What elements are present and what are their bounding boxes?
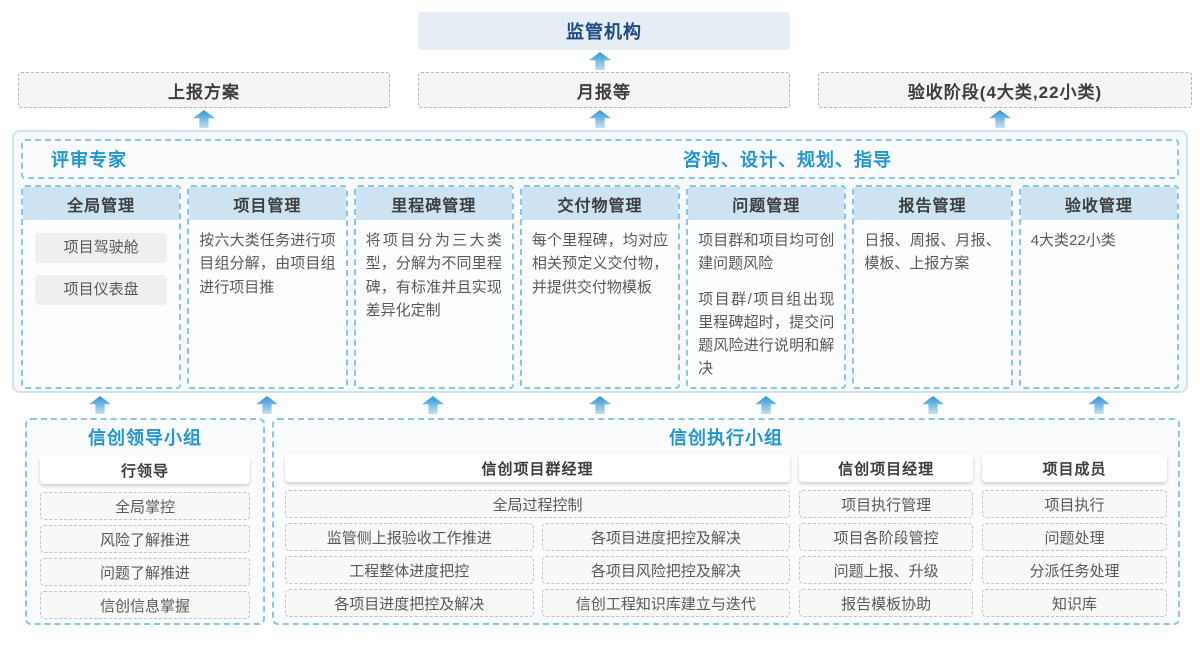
column-text: 将项目分为三大类型，分解为不同里程碑，有标准并且实现差异化定制 <box>365 232 502 319</box>
column-header: 里程碑管理 <box>355 187 512 220</box>
duty-item: 工程整体进度把控 <box>285 556 534 584</box>
up-arrow-icon <box>989 110 1011 128</box>
role-pill-project-member: 项目成员 <box>982 454 1168 482</box>
column-body: 将项目分为三大类型，分解为不同里程碑，有标准并且实现差异化定制 <box>356 220 512 343</box>
module-columns: 全局管理 项目驾驶舱 项目仪表盘 项目管理 按六大类任务进行项目组分解，由项目组… <box>21 185 1179 389</box>
column-global-mgmt: 全局管理 项目驾驶舱 项目仪表盘 <box>21 185 182 389</box>
report-box-plan: 上报方案 <box>18 72 390 108</box>
up-arrow-icon <box>755 396 777 414</box>
duty-item: 监管侧上报验收工作推进 <box>285 523 534 551</box>
platform-container: 评审专家 咨询、设计、规划、指导 全局管理 项目驾驶舱 项目仪表盘 项目管理 按… <box>12 130 1188 393</box>
duty-item: 全局掌控 <box>40 492 250 520</box>
duty-item: 风险了解推进 <box>40 525 250 553</box>
column-text: 项目群/项目组出现里程碑超时，提交问题风险进行说明和解决 <box>698 290 835 378</box>
execution-columns: 信创项目群经理 全局过程控制 监管侧上报验收工作推进 工程整体进度把控 各项目进… <box>274 454 1178 622</box>
column-body: 项目群和项目均可创建问题风险 项目群/项目组出现里程碑超时，提交问题风险进行说明… <box>688 220 844 387</box>
column-body: 项目驾驶舱 项目仪表盘 <box>23 220 179 326</box>
column-header: 验收管理 <box>1020 187 1177 220</box>
column-text: 按六大类任务进行项目组分解，由项目组进行项目推 <box>199 232 336 296</box>
column-body: 日报、周报、月报、模板、上报方案 <box>854 220 1010 297</box>
column-header: 交付物管理 <box>521 187 679 220</box>
execution-group: 信创执行小组 信创项目群经理 全局过程控制 监管侧上报验收工作推进 工程整体进度… <box>272 418 1180 625</box>
group-title-text: 信创执行小组 <box>669 428 783 448</box>
column-project-mgmt: 项目管理 按六大类任务进行项目组分解，由项目组进行项目推 <box>187 185 348 389</box>
leadership-group: 信创领导小组 行领导 全局掌控 风险了解推进 问题了解推进 信创信息掌握 <box>25 418 265 625</box>
column-header: 全局管理 <box>23 187 180 220</box>
column-body: 每个里程碑，均对应相关预定义交付物，并提供交付物模板 <box>522 220 678 320</box>
feature-pill: 项目仪表盘 <box>35 275 168 305</box>
column-text: 每个里程碑，均对应相关预定义交付物，并提供交付物模板 <box>531 232 669 296</box>
up-arrow-icon <box>256 396 278 414</box>
duty-column-right: 各项目进度把控及解决 各项目风险把控及解决 信创工程知识库建立与迭代 <box>541 523 791 622</box>
duty-item: 信创信息掌握 <box>40 591 250 619</box>
column-header: 问题管理 <box>688 187 845 220</box>
duty-item: 项目执行 <box>982 490 1168 518</box>
regulator-box: 监管机构 <box>418 12 790 50</box>
group-title: 信创执行小组 <box>274 420 1178 454</box>
column-header: 报告管理 <box>854 187 1011 220</box>
report-box-monthly: 月报等 <box>418 72 790 108</box>
column-text: 项目群和项目均可创建问题风险 <box>698 232 835 273</box>
duty-column-left: 监管侧上报验收工作推进 工程整体进度把控 各项目进度把控及解决 <box>285 523 534 622</box>
up-arrow-icon <box>193 110 215 128</box>
up-arrow-icon <box>89 396 111 414</box>
up-arrow-icon <box>1088 396 1110 414</box>
column-body: 按六大类任务进行项目组分解，由项目组进行项目推 <box>189 220 345 320</box>
duty-item: 全局过程控制 <box>285 490 791 518</box>
duty-item: 项目执行管理 <box>799 490 974 518</box>
project-member-section: 项目成员 项目执行 问题处理 分派任务处理 知识库 <box>982 454 1168 622</box>
up-arrow-icon <box>589 110 611 128</box>
role-pill-bank-leader: 行领导 <box>40 456 250 484</box>
duty-item: 分派任务处理 <box>982 556 1168 584</box>
duty-item: 信创工程知识库建立与迭代 <box>541 589 791 617</box>
role-pill-project-manager: 信创项目经理 <box>799 454 974 482</box>
up-arrow-icon <box>422 396 444 414</box>
expert-strip: 评审专家 咨询、设计、规划、指导 <box>21 139 1179 179</box>
column-milestone-mgmt: 里程碑管理 将项目分为三大类型，分解为不同里程碑，有标准并且实现差异化定制 <box>353 185 514 389</box>
group-title: 信创领导小组 <box>27 420 263 454</box>
duty-item: 问题处理 <box>982 523 1168 551</box>
group-title-text: 信创领导小组 <box>88 428 202 448</box>
column-report-mgmt: 报告管理 日报、周报、月报、模板、上报方案 <box>852 185 1013 389</box>
up-arrow-icon <box>589 52 611 70</box>
consulting-title: 咨询、设计、规划、指导 <box>683 150 892 170</box>
column-text: 日报、周报、月报、模板、上报方案 <box>864 232 1001 273</box>
duty-item: 问题上报、升级 <box>799 556 974 584</box>
program-manager-duties: 监管侧上报验收工作推进 工程整体进度把控 各项目进度把控及解决 各项目进度把控及… <box>285 523 791 622</box>
duty-item: 报告模板协助 <box>799 589 974 617</box>
role-pill-program-manager: 信创项目群经理 <box>285 454 791 482</box>
project-manager-section: 信创项目经理 项目执行管理 项目各阶段管控 问题上报、升级 报告模板协助 <box>799 454 974 622</box>
program-manager-section: 信创项目群经理 全局过程控制 监管侧上报验收工作推进 工程整体进度把控 各项目进… <box>285 454 791 622</box>
duty-item: 项目各阶段管控 <box>799 523 974 551</box>
duty-item: 各项目进度把控及解决 <box>541 523 791 551</box>
duty-item: 知识库 <box>982 589 1168 617</box>
duty-item: 各项目风险把控及解决 <box>541 556 791 584</box>
column-body: 4大类22小类 <box>1021 220 1177 273</box>
up-arrow-icon <box>922 396 944 414</box>
column-text: 4大类22小类 <box>1030 232 1116 249</box>
column-issue-mgmt: 问题管理 项目群和项目均可创建问题风险 项目群/项目组出现里程碑超时，提交问题风… <box>686 185 847 389</box>
duty-item: 问题了解推进 <box>40 558 250 586</box>
feature-pill: 项目驾驶舱 <box>35 233 168 263</box>
report-box-acceptance: 验收阶段(4大类,22小类) <box>818 72 1192 108</box>
column-deliverable-mgmt: 交付物管理 每个里程碑，均对应相关预定义交付物，并提供交付物模板 <box>519 185 681 389</box>
duty-item: 各项目进度把控及解决 <box>285 589 534 617</box>
column-header: 项目管理 <box>189 187 346 220</box>
up-arrow-icon <box>589 396 611 414</box>
expert-title: 评审专家 <box>51 150 127 170</box>
column-acceptance-mgmt: 验收管理 4大类22小类 <box>1018 185 1179 389</box>
